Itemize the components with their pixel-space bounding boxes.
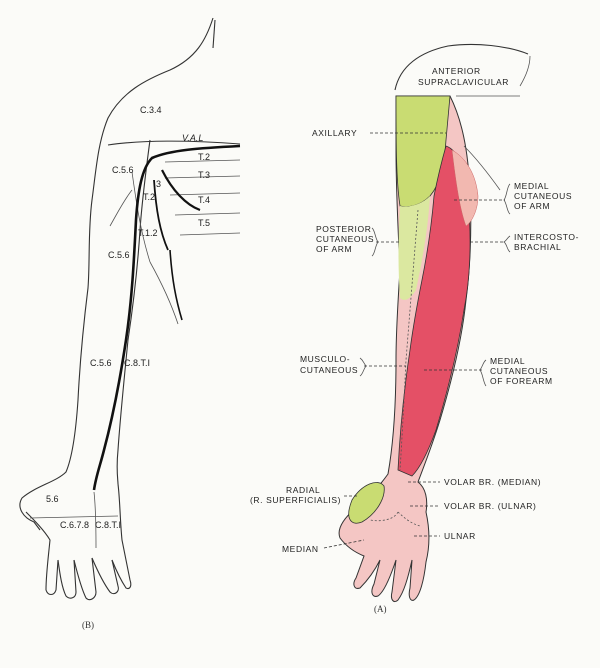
label-posterior-cut-1: POSTERIOR: [316, 224, 371, 234]
label-t2-right: T.2: [198, 152, 210, 162]
label-c56-lower: C.5.6: [90, 358, 112, 368]
label-val: V.A.L: [182, 133, 203, 143]
caption-a: (A): [374, 604, 387, 614]
label-medial-cut-arm-2: CUTANEOUS: [514, 191, 572, 201]
label-t12: T.1.2: [138, 228, 158, 238]
label-axillary: AXILLARY: [312, 128, 357, 138]
label-posterior-cut-3: OF ARM: [316, 244, 352, 254]
figure-a-labels: ANTERIOR SUPRACLAVICULAR AXILLARY MEDIAL…: [250, 66, 579, 614]
label-posterior-cut-2: CUTANEOUS: [316, 234, 374, 244]
label-anterior: ANTERIOR: [432, 66, 481, 76]
label-t4: T.4: [198, 195, 210, 205]
label-radial-1: RADIAL: [286, 485, 320, 495]
figure-a-arm: [338, 43, 531, 603]
label-t2-inner: T.2: [143, 192, 155, 202]
label-supraclavicular: SUPRACLAVICULAR: [418, 77, 509, 87]
label-t3: T.3: [198, 170, 210, 180]
label-medial-fore-1: MEDIAL: [490, 356, 525, 366]
label-three: 3: [156, 179, 161, 189]
label-intercosto-2: BRACHIAL: [514, 242, 561, 252]
label-volar-median: VOLAR BR. (MEDIAN): [444, 477, 541, 487]
label-volar-ulnar: VOLAR BR. (ULNAR): [444, 501, 536, 511]
figure-a-leaders: [323, 132, 505, 549]
label-braces: [359, 183, 511, 387]
label-medial-fore-3: OF FOREARM: [490, 376, 553, 386]
label-median: MEDIAN: [282, 544, 319, 554]
label-c678: C.6.7.8: [60, 520, 89, 530]
label-medial-cut-arm-1: MEDIAL: [514, 181, 549, 191]
label-medial-fore-2: CUTANEOUS: [490, 366, 548, 376]
label-intercosto-1: INTERCOSTO-: [514, 232, 579, 242]
label-radial-2: (R. SUPERFICIALIS): [250, 495, 341, 505]
label-t5: T.5: [198, 218, 210, 228]
figure-b-arm-outline: [19, 17, 241, 601]
label-c56-mid: C.5.6: [108, 250, 130, 260]
label-c56-upper: C.5.6: [112, 165, 134, 175]
label-musculo-2: CUTANEOUS: [300, 365, 358, 375]
label-c34: C.3.4: [140, 105, 162, 115]
figure-b-axial-lines: [92, 144, 241, 491]
figure-b-labels: C.3.4 V.A.L C.5.6 T.2 T.3 T.4 T.5 3 T.2 …: [46, 105, 210, 630]
label-musculo-1: MUSCULO-: [300, 354, 350, 364]
label-medial-cut-arm-3: OF ARM: [514, 201, 550, 211]
red-medial-region: [397, 145, 471, 477]
label-56: 5.6: [46, 494, 59, 504]
hatched-medial-arm: [451, 149, 479, 227]
caption-b: (B): [82, 620, 94, 630]
green-posterior-region: [398, 196, 430, 300]
label-c8t1-hand: C.8.T.I: [95, 520, 121, 530]
green-radial-region: [348, 482, 385, 524]
label-ulnar: ULNAR: [444, 531, 476, 541]
label-c8t1: C.8.T.I: [124, 358, 150, 368]
